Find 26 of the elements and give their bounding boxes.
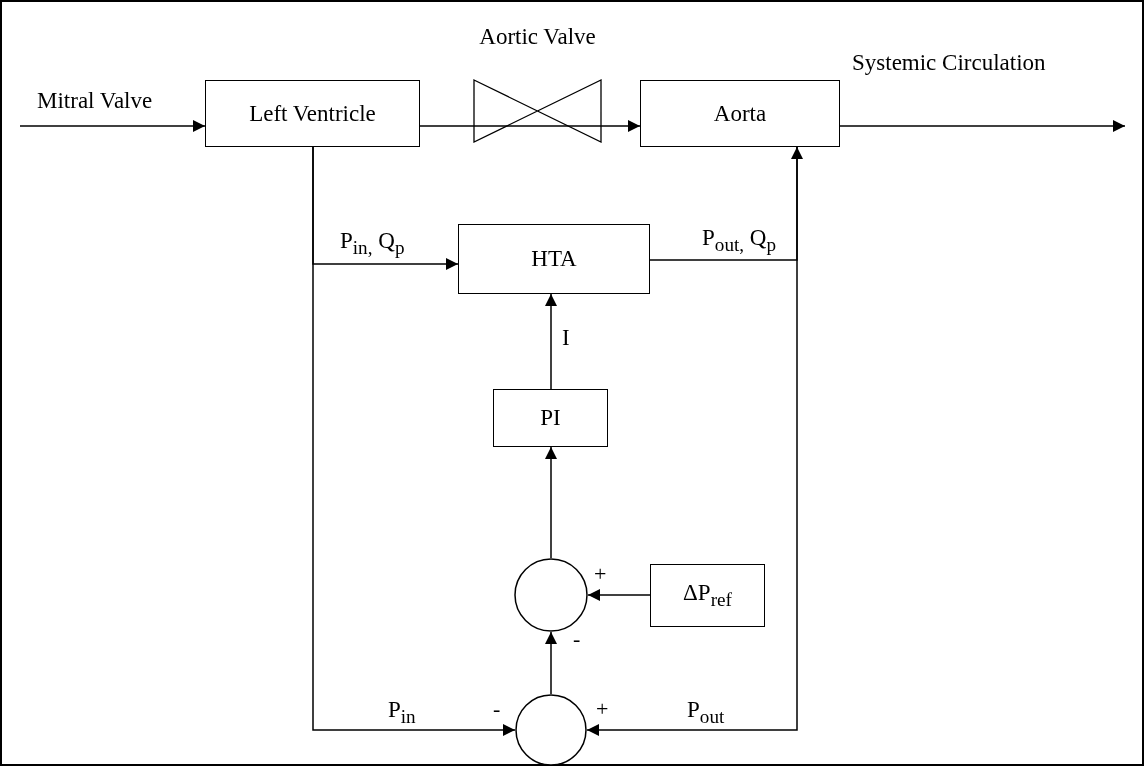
block-box [493,389,608,447]
arrow [312,146,516,736]
sign-label: + [596,698,609,720]
sign-label: + [594,563,607,585]
block-box [205,80,420,147]
arrow [839,120,1126,132]
arrow [545,631,557,695]
block-box [640,80,840,147]
arrow [19,120,206,132]
node-label: Left Ventricle [249,100,376,127]
node-label: HTA [531,246,577,272]
arrow [601,120,641,132]
node-label: PI [540,405,561,431]
block-box [650,564,765,627]
node-label: Aortic Valve [479,24,596,50]
sign-label: - [493,698,501,720]
sign-label: - [573,628,581,650]
summing-junction [515,694,587,766]
arrow [586,146,798,736]
block-box [458,224,650,294]
summing-junction [514,558,588,632]
arrow [545,446,557,559]
arrow [587,589,651,601]
arrow [545,293,557,390]
node-label: Aorta [713,100,767,127]
node-label: ΔP$_{ref}$ [683,580,732,611]
